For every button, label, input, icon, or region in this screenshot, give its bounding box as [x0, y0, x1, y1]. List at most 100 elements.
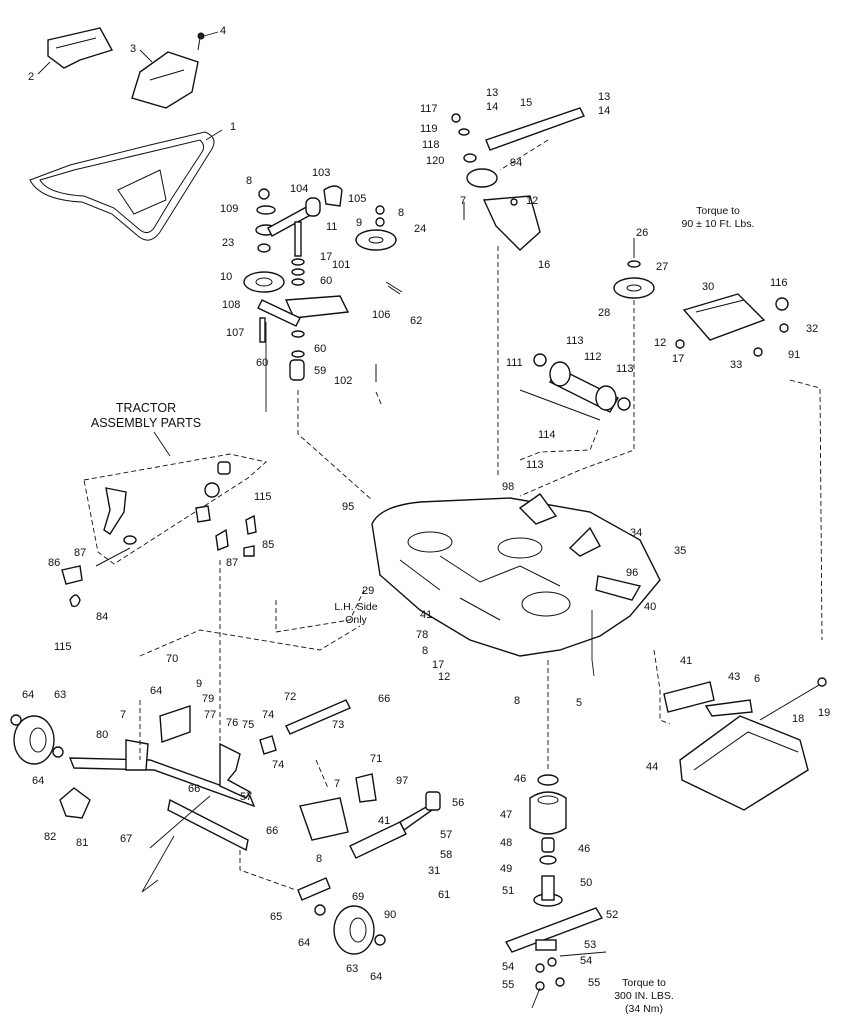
callout-66-c: 66	[266, 825, 278, 837]
callout-69: 69	[352, 891, 364, 903]
callout-4: 4	[220, 25, 226, 37]
callout-12-a: 12	[526, 195, 538, 207]
callout-17-a: 17	[320, 251, 332, 263]
callout-91: 91	[788, 349, 800, 361]
callout-118: 118	[422, 139, 440, 151]
mower-deck-shell	[371, 493, 661, 657]
callout-8-d: 8	[514, 695, 520, 707]
callout-13-b: 13	[598, 91, 610, 103]
idler-pulley-stack	[243, 185, 403, 382]
callout-40: 40	[644, 601, 656, 613]
callout-48: 48	[500, 837, 512, 849]
torque-note-bottom-line3: (34 Nm)	[625, 1003, 663, 1015]
callout-77: 77	[204, 709, 216, 721]
callout-97: 97	[396, 775, 408, 787]
callout-27: 27	[656, 261, 668, 273]
callout-46-b: 46	[578, 843, 590, 855]
callout-6: 6	[754, 673, 760, 685]
callout-47: 47	[500, 809, 512, 821]
callout-103: 103	[312, 167, 330, 179]
callout-52: 52	[606, 909, 618, 921]
torque-note-bottom-line1: Torque to	[622, 977, 666, 989]
alignment-lines	[139, 139, 823, 891]
callout-41-c: 41	[378, 815, 390, 827]
callout-111: 111	[506, 357, 523, 369]
callout-82: 82	[44, 831, 56, 843]
belt-cover-left	[47, 27, 114, 69]
callout-8-e: 8	[316, 853, 322, 865]
callout-115-a: 115	[254, 491, 272, 503]
callout-32: 32	[806, 323, 818, 335]
lh-side-note-line1: L.H. Side	[334, 601, 377, 613]
callout-3: 3	[130, 43, 136, 55]
callout-7-b: 7	[460, 195, 466, 207]
idler-arm-assembly	[451, 107, 585, 251]
callout-90: 90	[384, 909, 396, 921]
callout-87-b: 87	[226, 557, 238, 569]
callout-8-c: 8	[422, 645, 428, 657]
callout-60-c: 60	[256, 357, 268, 369]
callout-8-b: 8	[398, 207, 404, 219]
callout-61: 61	[438, 889, 450, 901]
callout-57-b: 57	[440, 829, 452, 841]
callout-5: 5	[576, 697, 582, 709]
callout-8-a: 8	[246, 175, 252, 187]
callout-26: 26	[636, 227, 648, 239]
callout-13-a: 13	[486, 87, 498, 99]
callout-7-a: 7	[120, 709, 126, 721]
callout-74-b: 74	[272, 759, 284, 771]
callout-113-c: 113	[526, 459, 544, 471]
callout-46-a: 46	[514, 773, 526, 785]
callout-labels: 1 2 3 4 5 6 7 7 7 8 8 8 8 8 9 9 10 11 12…	[22, 25, 830, 991]
callout-75: 75	[242, 719, 254, 731]
lh-side-note-line2: Only	[345, 614, 367, 626]
callout-113-b: 113	[616, 363, 634, 375]
callout-71: 71	[370, 753, 382, 765]
callout-49: 49	[500, 863, 512, 875]
callout-63-a: 63	[54, 689, 66, 701]
callout-15: 15	[520, 97, 532, 109]
callout-17-c: 17	[432, 659, 444, 671]
callout-16: 16	[538, 259, 550, 271]
tractor-assembly-group	[61, 431, 267, 608]
callout-94: 94	[510, 157, 522, 169]
callout-14-a: 14	[486, 101, 498, 113]
callout-81: 81	[76, 837, 88, 849]
callout-31: 31	[428, 865, 440, 877]
idler-shaft-assembly	[519, 353, 631, 421]
callout-120: 120	[426, 155, 444, 167]
callout-108: 108	[222, 299, 240, 311]
callout-28: 28	[598, 307, 610, 319]
callout-41-a: 41	[420, 609, 432, 621]
belt-cover-right	[131, 51, 199, 109]
callout-79: 79	[202, 693, 214, 705]
callout-80: 80	[96, 729, 108, 741]
leader-lines	[37, 31, 607, 1009]
callout-96: 96	[626, 567, 638, 579]
callout-87-a: 87	[74, 547, 86, 559]
callout-112: 112	[584, 351, 602, 363]
callout-43: 43	[728, 671, 740, 683]
callout-85: 85	[262, 539, 274, 551]
callout-109: 109	[220, 203, 238, 215]
callout-106: 106	[372, 309, 390, 321]
callout-116: 116	[770, 277, 788, 289]
callout-30: 30	[702, 281, 714, 293]
callout-62: 62	[410, 315, 422, 327]
callout-107: 107	[226, 327, 244, 339]
callout-54-a: 54	[580, 955, 592, 967]
callout-73: 73	[332, 719, 344, 731]
callout-72: 72	[284, 691, 296, 703]
callout-2: 2	[28, 71, 34, 83]
callout-50: 50	[580, 877, 592, 889]
callout-44: 44	[646, 761, 658, 773]
callout-76: 76	[226, 717, 238, 729]
callout-35: 35	[674, 545, 686, 557]
callout-56: 56	[452, 797, 464, 809]
callout-114: 114	[538, 429, 556, 441]
callout-66-a: 66	[378, 693, 390, 705]
callout-1: 1	[230, 121, 236, 133]
callout-10: 10	[220, 271, 232, 283]
callout-105: 105	[348, 193, 366, 205]
